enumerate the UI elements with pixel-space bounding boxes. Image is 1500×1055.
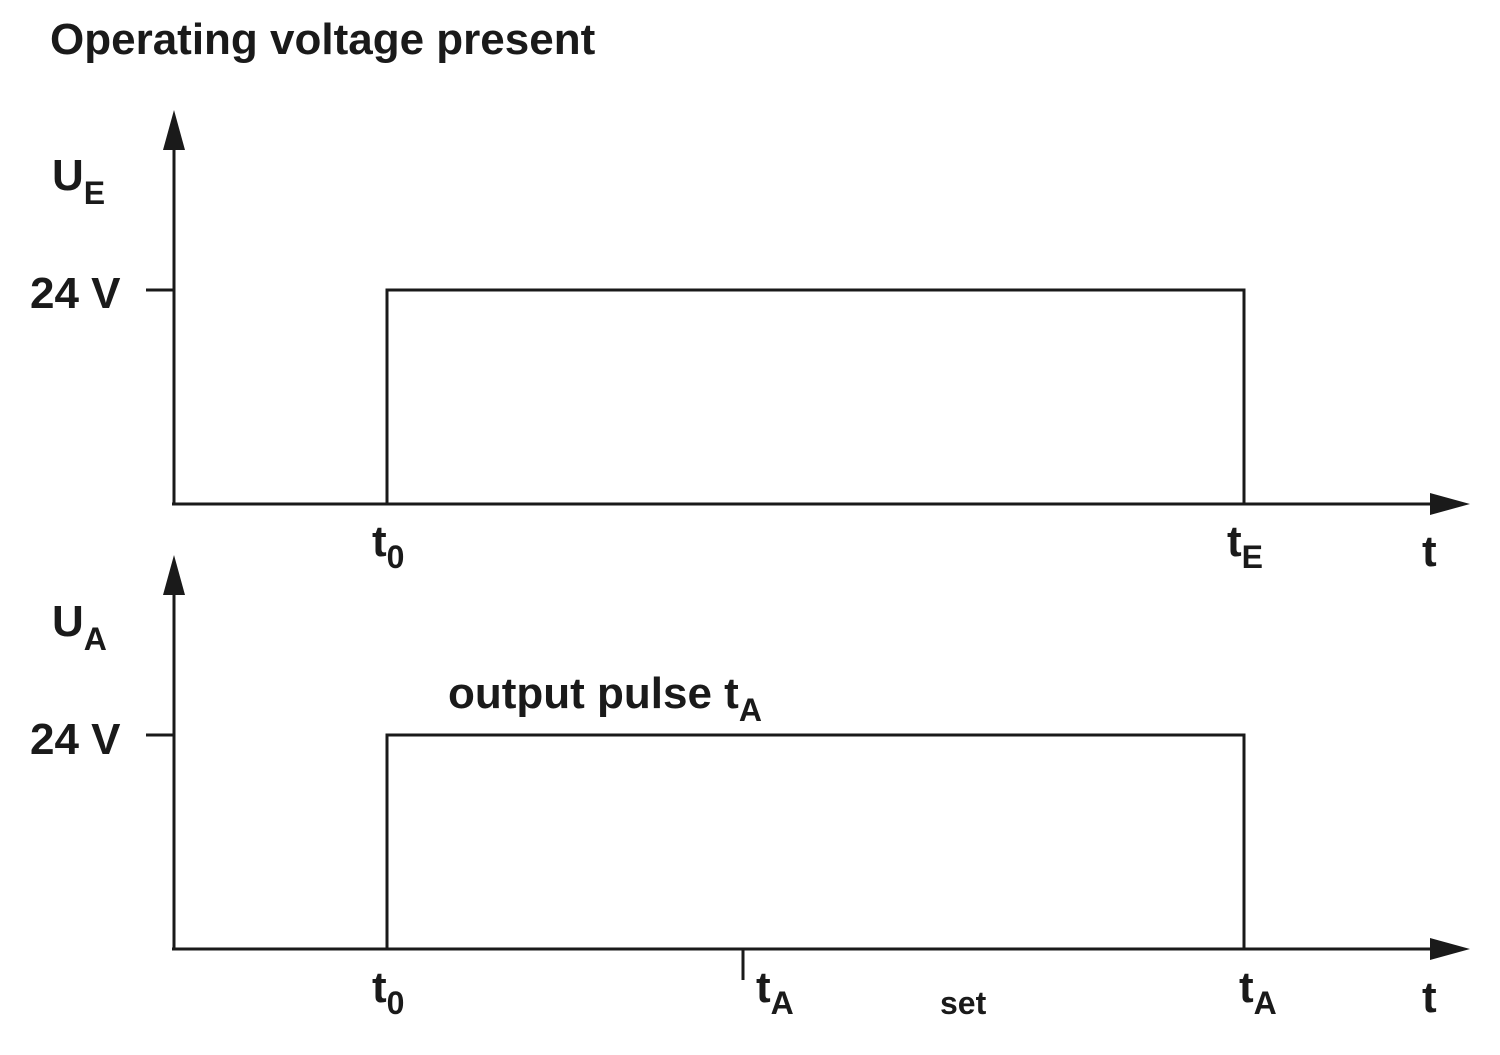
top-y-label: UE — [52, 151, 105, 211]
bottom-signal-pulse — [385, 733, 1246, 949]
bottom-level-label: 24 V — [30, 715, 121, 764]
top-te-label: tE — [1227, 517, 1263, 575]
bottom-x-axis-arrow-icon — [1430, 938, 1470, 960]
top-x-axis-label: t — [1422, 527, 1437, 576]
bottom-y-label: UA — [52, 597, 107, 657]
bottom-plot: UA 24 V output pulse tA t0 tA set tA t — [30, 555, 1470, 1022]
top-t0-label: t0 — [372, 517, 404, 575]
top-x-axis-arrow-icon — [1430, 493, 1470, 515]
bottom-t0-label: t0 — [372, 963, 404, 1021]
diagram-title: Operating voltage present — [50, 15, 596, 64]
bottom-x-axis-label: t — [1422, 973, 1437, 1022]
bottom-tset-label: tA — [756, 963, 794, 1021]
bottom-ta-end-label: tA — [1239, 963, 1277, 1021]
top-plot: UE 24 V t0 tE t — [30, 110, 1470, 576]
bottom-tset-suffix: set — [940, 985, 987, 1021]
bottom-y-axis-arrow-icon — [163, 555, 185, 595]
output-pulse-label: output pulse tA — [448, 669, 762, 728]
top-signal-pulse — [385, 288, 1246, 504]
top-y-axis-arrow-icon — [163, 110, 185, 150]
top-level-label: 24 V — [30, 269, 121, 318]
